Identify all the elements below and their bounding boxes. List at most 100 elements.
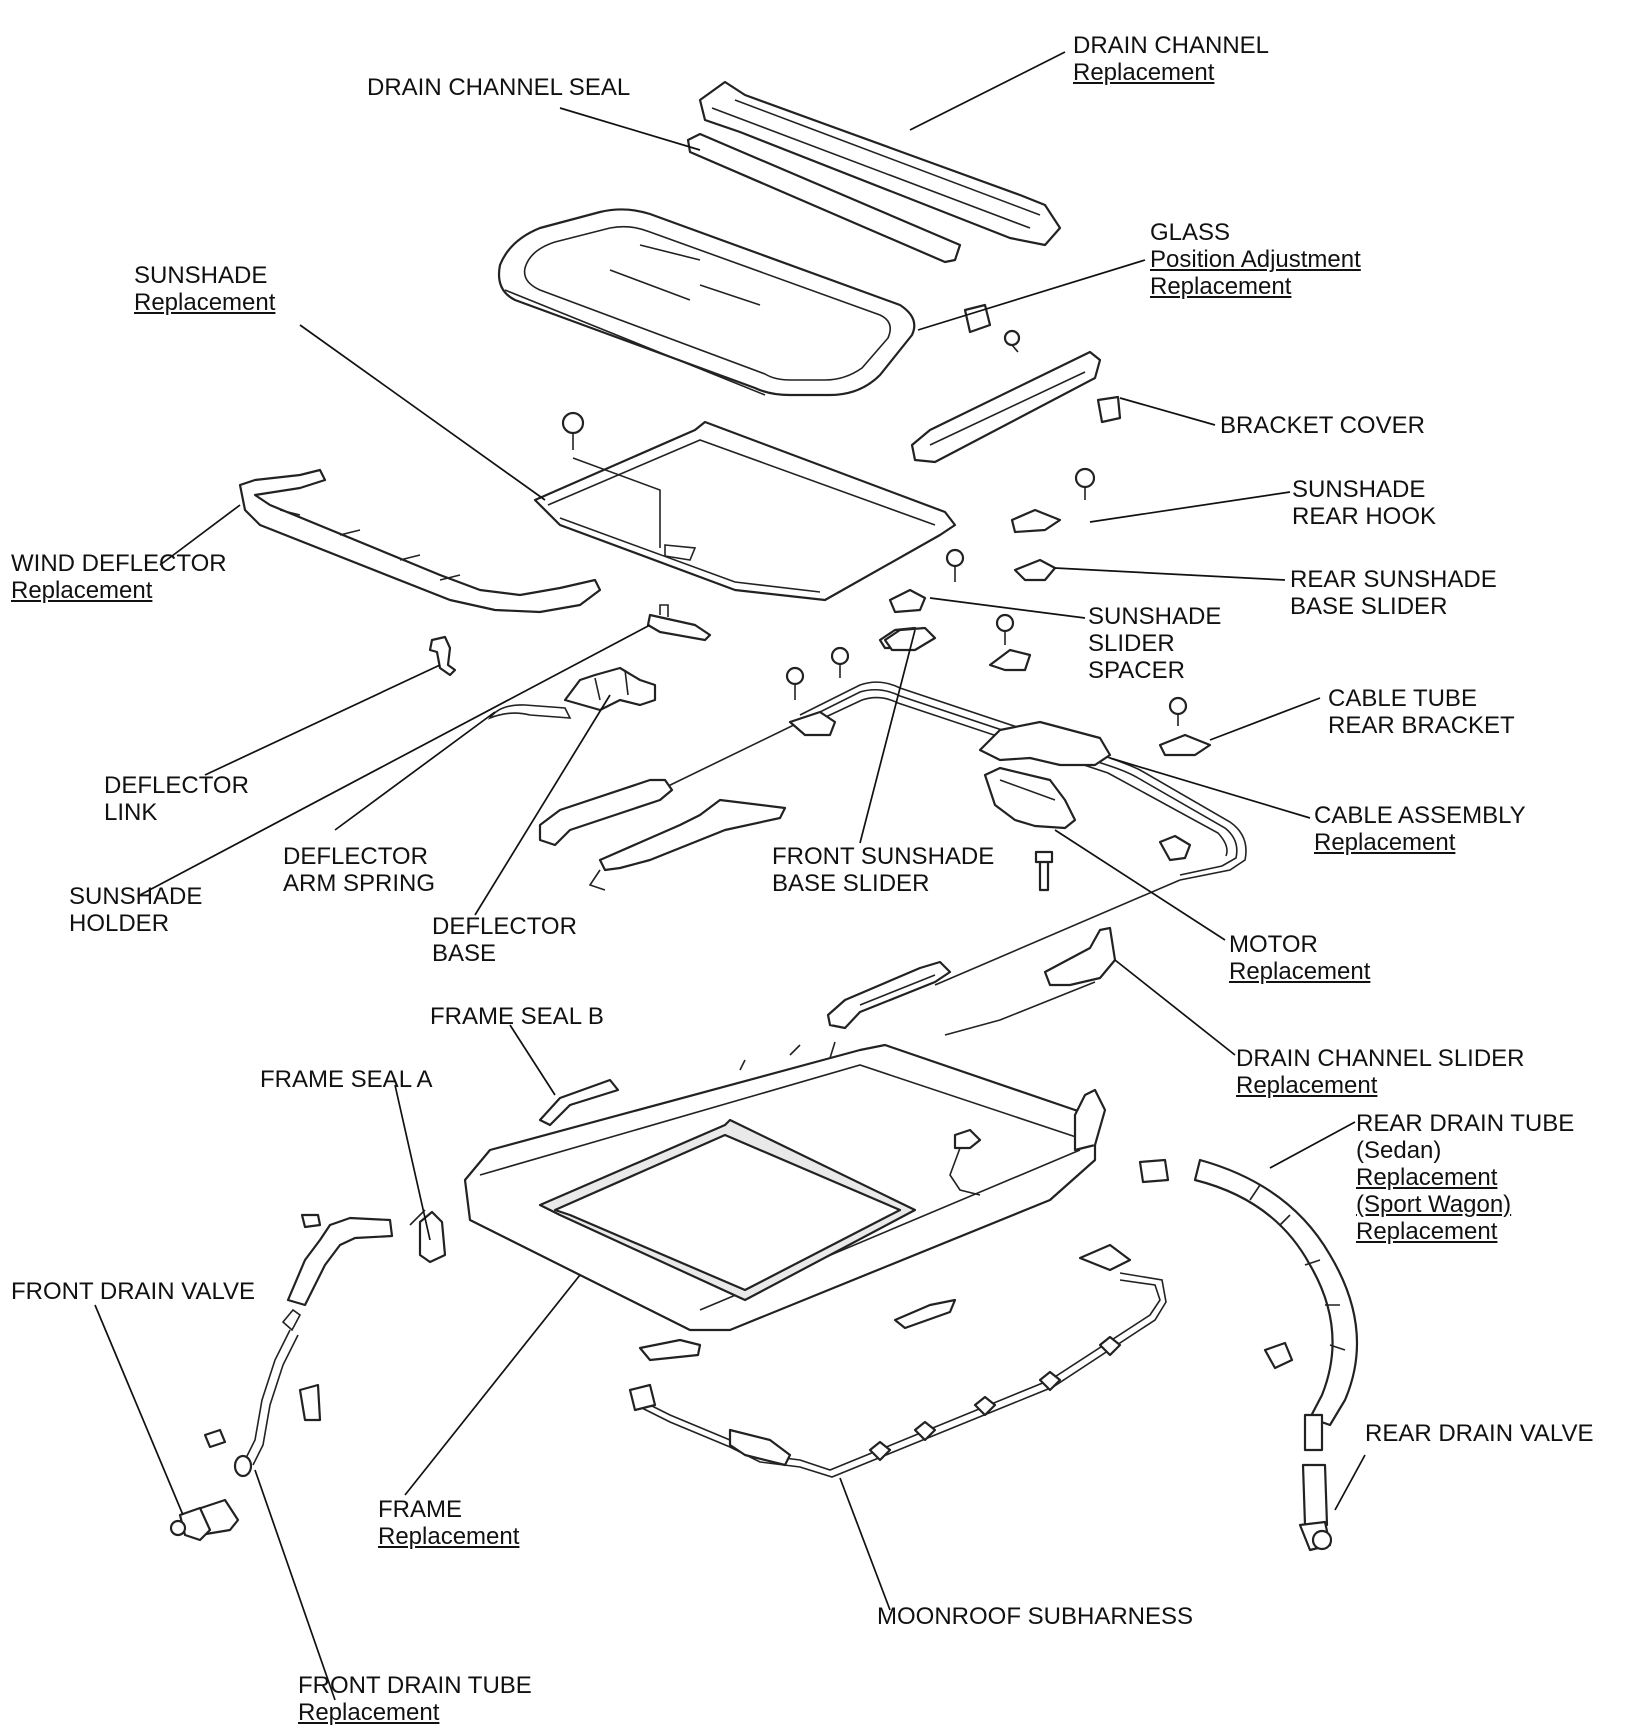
- frame-seal-b-name: FRAME SEAL B: [430, 1003, 604, 1030]
- wind-deflector-replacement-link[interactable]: Replacement: [11, 577, 153, 604]
- frame-seal-a-callout: FRAME SEAL A: [260, 1066, 433, 1093]
- motor-name: MOTOR: [1229, 931, 1318, 958]
- cable-tube-front-bracket: [988, 648, 1032, 672]
- frame-seal-a-name: FRAME SEAL A: [260, 1066, 433, 1093]
- glass-replacement-link[interactable]: Replacement: [1150, 273, 1292, 300]
- drain-channel-slider-name: DRAIN CHANNEL SLIDER: [1236, 1045, 1525, 1072]
- frame-replacement-link[interactable]: Replacement: [378, 1523, 520, 1550]
- wind-deflector-callout: WIND DEFLECTOR Replacement: [11, 550, 227, 604]
- rear-drain-tube-sedan-replacement-link[interactable]: Replacement: [1356, 1164, 1498, 1191]
- sunshade-holder-line2: HOLDER: [69, 910, 170, 937]
- drain-channel-callout: DRAIN CHANNEL Replacement: [1073, 32, 1269, 86]
- frame-name: FRAME: [378, 1496, 462, 1523]
- sunshade-rear-hook-line2: REAR HOOK: [1292, 503, 1437, 530]
- front-drain-tube-callout: FRONT DRAIN TUBE Replacement: [298, 1672, 532, 1726]
- left-rail-parts: [538, 778, 787, 891]
- front-sunshade-base-slider-part: [883, 626, 937, 652]
- frame-part: [463, 1041, 1107, 1332]
- rear-sunshade-base-slider-line1: REAR SUNSHADE: [1290, 566, 1497, 593]
- front-drain-valve-name: FRONT DRAIN VALVE: [11, 1278, 256, 1305]
- sunshade-holder-part: [646, 604, 712, 642]
- deflector-base-callout: DEFLECTOR BASE: [432, 913, 577, 967]
- deflector-link-line2: LINK: [104, 799, 158, 826]
- drain-channel-replacement-link[interactable]: Replacement: [1073, 59, 1215, 86]
- right-rail-parts: [826, 960, 952, 1030]
- deflector-arm-spring-callout: DEFLECTOR ARM SPRING: [283, 843, 435, 897]
- rear-drain-tube-part: [1138, 1158, 1359, 1552]
- sunshade-rear-hook-callout: SUNSHADE REAR HOOK: [1292, 476, 1436, 530]
- cable-assembly-callout: CABLE ASSEMBLY Replacement: [1314, 802, 1526, 856]
- rear-drain-tube-sport-wagon: (Sport Wagon): [1356, 1191, 1512, 1218]
- wind-deflector-part: [238, 468, 602, 614]
- cable-assembly-part: [659, 681, 1247, 986]
- front-sunshade-base-slider-callout: FRONT SUNSHADE BASE SLIDER: [772, 843, 994, 897]
- sunshade-slider-spacer-line2: SLIDER: [1088, 630, 1175, 657]
- front-sunshade-base-slider-line1: FRONT SUNSHADE: [772, 843, 995, 870]
- rear-sunshade-base-slider-line2: BASE SLIDER: [1290, 593, 1448, 620]
- drain-channel-seal-name: DRAIN CHANNEL SEAL: [367, 74, 631, 101]
- rear-drain-valve-callout: REAR DRAIN VALVE: [1365, 1420, 1594, 1447]
- rear-drain-valve-name: REAR DRAIN VALVE: [1365, 1420, 1594, 1447]
- deflector-arm-spring-line2: ARM SPRING: [283, 870, 436, 897]
- front-drain-tube-name: FRONT DRAIN TUBE: [298, 1672, 532, 1699]
- drain-channel-part: [698, 80, 1062, 247]
- drain-channel-seal-part: [686, 132, 962, 264]
- drain-channel-slider-callout: DRAIN CHANNEL SLIDER Replacement: [1236, 1045, 1525, 1099]
- wind-deflector-name: WIND DEFLECTOR: [11, 550, 227, 577]
- drain-channel-seal-callout: DRAIN CHANNEL SEAL: [367, 74, 630, 101]
- cable-tube-rear-bracket-part: [1158, 733, 1212, 757]
- deflector-link-line1: DEFLECTOR: [104, 772, 249, 799]
- sunshade-slider-spacer-line3: SPACER: [1088, 657, 1185, 684]
- front-drain-tube-replacement-link[interactable]: Replacement: [298, 1699, 440, 1726]
- front-sunshade-base-slider-line2: BASE SLIDER: [772, 870, 930, 897]
- deflector-base-part: [563, 666, 657, 712]
- motor-replacement-link[interactable]: Replacement: [1229, 958, 1371, 985]
- sunshade-slider-spacer-callout: SUNSHADE SLIDER SPACER: [1088, 603, 1221, 684]
- cable-tube-rear-bracket-line2: REAR BRACKET: [1328, 712, 1515, 739]
- sunshade-replacement-link[interactable]: Replacement: [134, 289, 276, 316]
- front-drain-valve-callout: FRONT DRAIN VALVE: [11, 1278, 255, 1305]
- glass-name: GLASS: [1150, 219, 1231, 246]
- sunshade-part: [533, 411, 957, 602]
- glass-position-adjustment-link[interactable]: Position Adjustment: [1150, 246, 1361, 273]
- drain-channel-slider-replacement-link[interactable]: Replacement: [1236, 1072, 1378, 1099]
- cable-tube-rear-bracket-line1: CABLE TUBE: [1328, 685, 1477, 712]
- drain-channel-name: DRAIN CHANNEL: [1073, 32, 1270, 59]
- rear-drain-tube-sedan: (Sedan): [1356, 1137, 1442, 1164]
- drain-channel-slider-part: [944, 926, 1117, 1036]
- frame-seal-a-part: [409, 1209, 447, 1264]
- front-drain-tube-part: [169, 1216, 394, 1542]
- frame-callout: FRAME Replacement: [378, 1496, 519, 1550]
- moonroof-subharness-part: [628, 1243, 1167, 1478]
- rear-drain-tube-sport-wagon-replacement-link[interactable]: Replacement: [1356, 1218, 1498, 1245]
- sunshade-rear-hook-part: [1010, 467, 1096, 534]
- rear-sunshade-base-slider-callout: REAR SUNSHADE BASE SLIDER: [1290, 566, 1497, 620]
- frame-connector: [949, 1128, 982, 1196]
- bracket-cover-part: [910, 350, 1122, 464]
- front-drain-clips: [203, 1213, 322, 1449]
- glass-screw: [963, 303, 1021, 353]
- motor-callout: MOTOR Replacement: [1229, 931, 1370, 985]
- cable-tube-rear-bracket-callout: CABLE TUBE REAR BRACKET: [1328, 685, 1515, 739]
- sunshade-slider-spacer-line1: SUNSHADE: [1088, 603, 1222, 630]
- deflector-arm-spring-line1: DEFLECTOR: [283, 843, 428, 870]
- rear-drain-tube-name: REAR DRAIN TUBE: [1356, 1110, 1575, 1137]
- sunshade-holder-callout: SUNSHADE HOLDER: [69, 883, 202, 937]
- motor-part: [983, 766, 1077, 892]
- screws-middle: [785, 613, 1188, 726]
- cable-assembly-replacement-link[interactable]: Replacement: [1314, 829, 1456, 856]
- deflector-arm-spring-part: [487, 704, 572, 720]
- sunshade-rear-hook-line1: SUNSHADE: [1292, 476, 1426, 503]
- frame-seal-b-callout: FRAME SEAL B: [430, 1003, 604, 1030]
- leader-lines: [94, 51, 1366, 1701]
- bracket-cover-name: BRACKET COVER: [1220, 412, 1425, 439]
- rear-sunshade-base-slider-part: [1013, 558, 1057, 582]
- deflector-base-line2: BASE: [432, 940, 497, 967]
- deflector-link-part: [428, 635, 457, 677]
- bracket-cover-callout: BRACKET COVER: [1220, 412, 1425, 439]
- rear-drain-tube-callout: REAR DRAIN TUBE (Sedan) Replacement (Spo…: [1356, 1110, 1574, 1245]
- sunshade-name: SUNSHADE: [134, 262, 268, 289]
- glass-callout: GLASS Position Adjustment Replacement: [1150, 219, 1361, 300]
